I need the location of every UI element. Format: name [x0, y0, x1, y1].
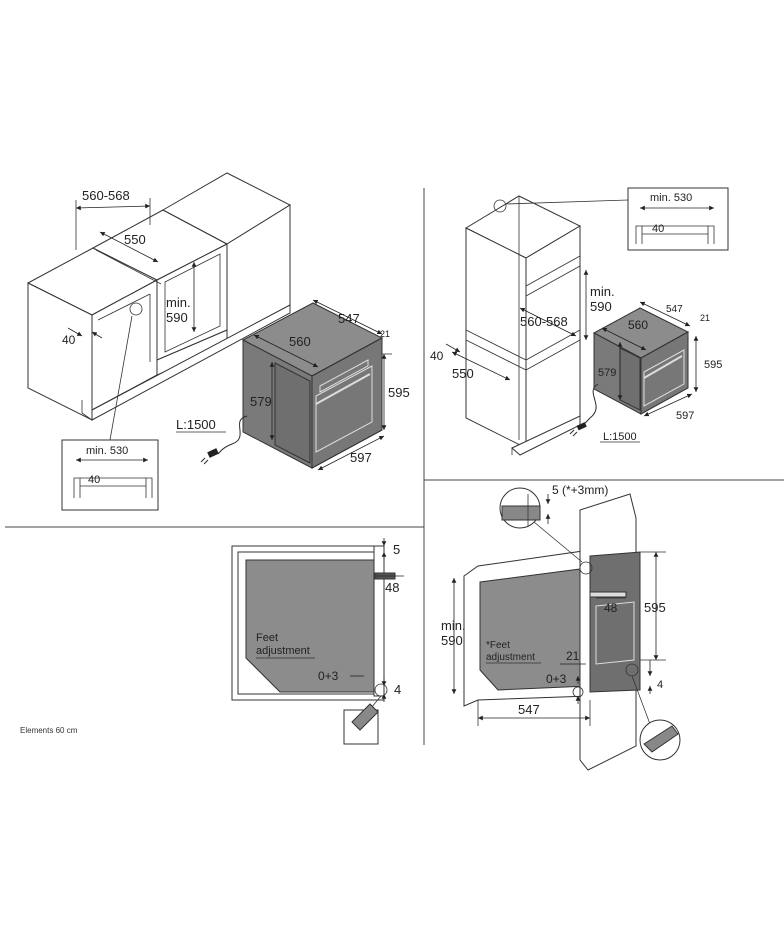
oven-isometric	[241, 302, 384, 469]
feet-line2-bl: adjustment	[256, 645, 310, 657]
oven-width: 597	[350, 450, 372, 465]
oven-inner-height-tall: 579	[598, 367, 616, 379]
oven-frame: 21	[380, 329, 390, 339]
oven-depth-top: 547	[338, 311, 360, 326]
dim-depth: 550	[124, 232, 146, 247]
dim-gap: 40	[62, 333, 76, 347]
dim-min-height-line1: min.	[166, 295, 191, 310]
corner-detail-bottom	[639, 719, 681, 761]
detail-gap: 40	[88, 474, 100, 486]
feet-line2-br: adjustment	[486, 652, 535, 663]
power-cable: L:1500	[176, 415, 248, 465]
dim-depth-br: 547	[518, 702, 540, 717]
oven-width-tall: 597	[676, 410, 694, 422]
power-cable-tall: L:1500	[569, 383, 640, 443]
cable-length: L:1500	[176, 417, 216, 432]
dim-frame-br: 21	[566, 649, 580, 663]
oven-inner-height: 579	[250, 394, 272, 409]
panel-separators	[5, 188, 784, 745]
dim-top-bl: 5	[393, 542, 400, 557]
min-line1-br: min.	[441, 618, 466, 633]
feet-line1-bl: Feet	[256, 632, 278, 644]
feet-range-br: 0+3	[546, 672, 567, 686]
cable-length-tall: L:1500	[603, 431, 637, 443]
dim-width-range: 560-568	[82, 188, 130, 203]
min-line2-br: 590	[441, 633, 463, 648]
panel-tall-cabinet: min. 530 40 min. 590 560-568 40 550 547 …	[430, 187, 729, 456]
dim-bottom-bl: 4	[394, 682, 401, 697]
worktop-detail-tall: min. 530 40	[627, 187, 729, 251]
tall-cabinet	[464, 195, 582, 456]
dim-min-height-line2: 590	[166, 310, 188, 325]
dim-door-br: 48	[604, 601, 618, 615]
dim-top-br: 5 (*+3mm)	[552, 483, 608, 497]
oven-frame-tall: 21	[700, 313, 710, 323]
dim-depth-tall: 550	[452, 366, 474, 381]
worktop-detail: min. 530 40	[61, 439, 159, 511]
dim-min-height-line2-tall: 590	[590, 299, 612, 314]
feet-line1-br: *Feet	[486, 640, 510, 651]
oven-depth-tall: 560	[628, 318, 648, 332]
panel-side-section-tall: 5 (*+3mm) 595 48 min. 590 *Feet adjustme…	[441, 483, 681, 771]
detail-gap-tall: 40	[652, 223, 664, 235]
oven-depth-top-tall: 547	[666, 304, 683, 315]
dim-gap-tall: 40	[430, 349, 444, 363]
corner-detail-bl	[343, 703, 379, 745]
panel-base-cabinet: 560-568 550 min. 590 40 min. 530 40	[26, 172, 410, 511]
panel-side-section: 5 48 Feet adjustment 0+3 4	[231, 538, 404, 745]
dim-width-range-tall: 560-568	[520, 314, 568, 329]
oven-depth: 560	[289, 334, 311, 349]
dim-door-bl: 48	[385, 580, 399, 595]
detail-min: min. 530	[86, 445, 128, 457]
corner-detail-top	[499, 487, 541, 529]
feet-range-bl: 0+3	[318, 669, 339, 683]
detail-min-tall: min. 530	[650, 192, 692, 204]
dim-bottom-br: 4	[657, 679, 663, 691]
oven-height-tall: 595	[704, 359, 722, 371]
dim-min-height-line1-tall: min.	[590, 284, 615, 299]
dim-height-br: 595	[644, 600, 666, 615]
caption: Elements 60 cm	[20, 726, 78, 735]
oven-height: 595	[388, 385, 410, 400]
